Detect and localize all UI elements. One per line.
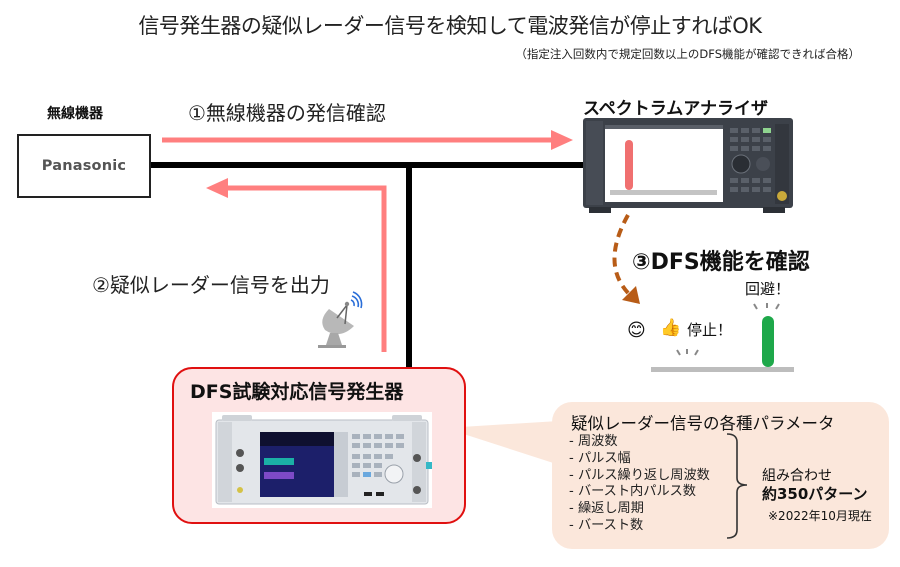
step1-label: ①無線機器の発信確認 <box>188 101 386 125</box>
parameters-callout <box>552 402 889 549</box>
result-baseline <box>651 367 794 372</box>
step2-arrow <box>206 178 387 352</box>
parameter-item: - バースト数 <box>569 517 644 533</box>
dfs-check-arrow <box>612 214 640 304</box>
parameter-item: - バースト内パルス数 <box>569 484 696 500</box>
as-of-note: ※2022年10月現在 <box>768 509 872 523</box>
parameter-item: - 周波数 <box>569 434 618 449</box>
smile-emoji-icon: 😊 <box>627 320 646 341</box>
satellite-dish-icon <box>318 291 363 348</box>
step1-arrow <box>162 130 573 150</box>
thumbs-up-icon: 👍 <box>660 318 682 338</box>
spectrum-peak <box>625 140 633 190</box>
stop-label: 停止！ <box>687 321 733 339</box>
spectrum-baseline <box>610 190 717 195</box>
analyzer-screen <box>605 125 723 202</box>
spectrum-analyzer-label: スペクトラムアナライザ <box>583 99 768 119</box>
wireless-device-label: 無線機器 <box>47 106 103 122</box>
signal-generator-image <box>212 412 432 508</box>
callout-tail <box>445 420 575 470</box>
sub-note: （指定注入回数内で規定回数以上のDFS機能が確認できれば合格） <box>515 47 860 61</box>
combination-label: 組み合わせ <box>762 468 832 484</box>
analyzer-knob <box>731 154 751 174</box>
spectrum-analyzer-image <box>583 118 793 213</box>
generator-knob <box>384 464 404 484</box>
parameter-item: - パルス幅 <box>569 450 631 466</box>
bracket-icon <box>726 433 748 539</box>
step3-label: ③DFS機能を確認 <box>632 250 810 275</box>
parameters-title: 疑似レーダー信号の各種パラメータ <box>571 414 835 433</box>
avoid-peak <box>762 316 774 367</box>
signal-generator-title: DFS試験対応信号発生器 <box>190 381 404 403</box>
parameter-item: - 繰返し周期 <box>569 501 644 517</box>
main-title: 信号発生器の疑似レーダー信号を検知して電波発信が停止すればOK <box>138 14 762 38</box>
step2-label: ②疑似レーダー信号を出力 <box>92 273 330 297</box>
brand-logo: Panasonic <box>41 158 127 174</box>
avoid-sparkle-icon <box>753 303 780 310</box>
wireless-device-box: Panasonic <box>17 134 151 198</box>
avoid-label: 回避！ <box>745 280 791 298</box>
parameter-item: - パルス繰り返し周波数 <box>569 467 710 483</box>
combination-value: 約350パターン <box>762 485 868 503</box>
stop-sparkle-icon <box>676 349 699 356</box>
parameter-list: - 周波数 - パルス幅 - パルス繰り返し周波数 - バースト内パルス数 - … <box>569 434 710 535</box>
